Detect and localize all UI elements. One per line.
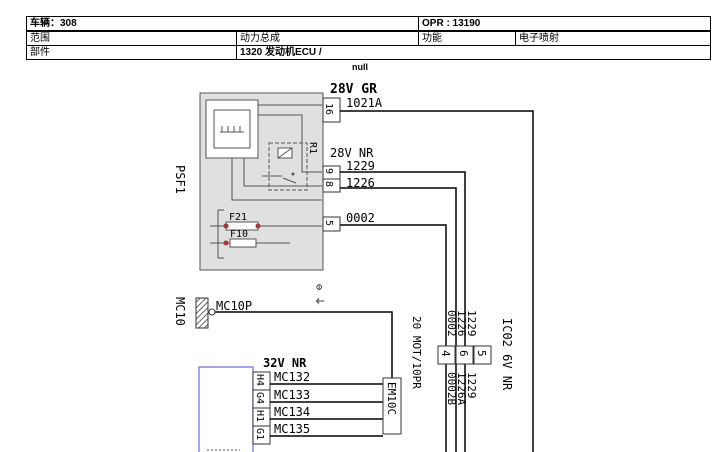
vwire-1226a: 1226A	[455, 372, 468, 405]
psf1-label: PSF1	[173, 165, 187, 194]
vwire-0002: 0002	[445, 310, 458, 337]
mc132-label: MC132	[274, 370, 310, 384]
connector-20-label: 20 MOT/10PR	[410, 316, 423, 389]
opr-cell: OPR : 13190	[418, 16, 711, 32]
diagram-caption: null	[352, 62, 368, 72]
psf1-inner-chip	[213, 109, 251, 149]
header-table: 车辆：308 OPR : 13190 范围 动力总成 功能 电子喷射 部件 13…	[26, 16, 711, 60]
ic02-label: IC02 6V NR	[500, 318, 514, 391]
conn-pin-5	[473, 345, 492, 365]
svg-text:16: 16	[323, 103, 334, 115]
part-value: 1320 发动机ECU /	[236, 45, 711, 60]
wire-1229-label: 1229	[346, 159, 375, 173]
em10c-box	[382, 377, 402, 435]
part-label: 部件	[26, 45, 237, 60]
mc134-label: MC134	[274, 405, 310, 419]
wire-1021a-label: 1021A	[346, 96, 383, 110]
vwire-1229b: 1229	[465, 372, 478, 399]
mc10-ground-hatch	[195, 297, 209, 329]
em10c-label: EM10C	[385, 382, 398, 415]
conn-pin-6	[455, 345, 474, 365]
vehicle-cell: 车辆：308	[26, 16, 419, 32]
pin-8	[322, 178, 341, 193]
vwire-1226: 1226	[455, 310, 468, 337]
svg-text:4: 4	[439, 350, 452, 357]
fuse-f10-label: F10	[230, 229, 248, 240]
relay-r1-box	[268, 142, 308, 191]
ecu-box	[198, 366, 254, 452]
svg-text:H4: H4	[254, 374, 265, 386]
wire-0002-label: 0002	[346, 211, 375, 225]
wire-0002	[340, 224, 447, 452]
svg-text:5: 5	[475, 350, 488, 357]
ecu-pin-g1	[252, 425, 271, 445]
fuse-f21-label: F21	[229, 212, 247, 223]
wire-1021a	[340, 110, 534, 452]
svg-text:9: 9	[323, 168, 334, 174]
wire-1226-label: 1226	[346, 176, 375, 190]
relay-label: R1	[307, 142, 318, 154]
top-voltage: 28V GR	[330, 82, 377, 97]
svg-text:5: 5	[323, 220, 334, 226]
svg-text:G1: G1	[254, 428, 265, 440]
wire-mc10p	[215, 311, 393, 378]
pin-16	[322, 97, 341, 123]
mc10-label: MC10	[173, 297, 187, 326]
conn-pin-4	[437, 345, 456, 365]
mc133-label: MC133	[274, 388, 310, 402]
svg-text:8: 8	[323, 181, 334, 187]
mc135-label: MC135	[274, 422, 310, 436]
svg-text:H1: H1	[254, 410, 265, 422]
ground-icon: ⊖ ⏚	[313, 284, 325, 306]
fuse-f10	[229, 238, 257, 248]
ecu-voltage: 32V NR	[263, 356, 307, 370]
vwire-0002b: 0002B	[445, 372, 458, 405]
pin-5	[322, 216, 341, 232]
mid-voltage: 28V NR	[330, 146, 374, 160]
svg-text:G4: G4	[254, 392, 265, 404]
svg-text:6: 6	[457, 350, 470, 357]
vwire-1229: 1229	[465, 310, 478, 337]
mc10p-label: MC10P	[216, 299, 252, 313]
